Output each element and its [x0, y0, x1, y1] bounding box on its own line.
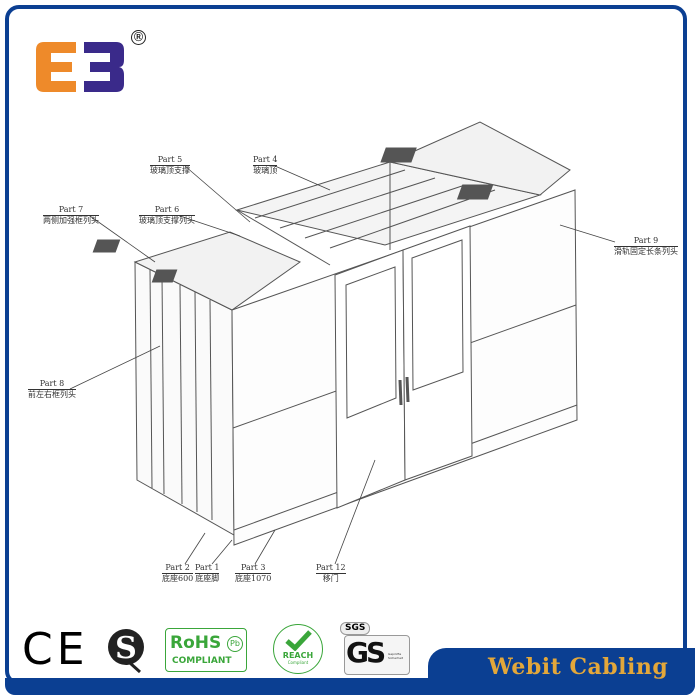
sliding-door-left: [334, 249, 406, 509]
right-top: [388, 121, 571, 196]
vent-grille: [151, 269, 178, 283]
sq-mark-icon: S: [108, 629, 144, 673]
gs-badge: SGS GS Geprüfte Sicherheit: [338, 622, 410, 675]
sliding-door-right: [402, 225, 473, 481]
leader-lines: [69, 165, 616, 565]
reach-badge: REACH Compliant: [273, 624, 323, 674]
left-end-top: [133, 231, 302, 311]
logo-e-letter: [36, 42, 76, 92]
logo-3-letter: [84, 42, 124, 92]
footer-brand-tab: [428, 648, 695, 695]
ce-mark: CE: [22, 624, 89, 675]
registered-mark: ®: [131, 30, 146, 45]
rohs-badge: RoHS Pb COMPLIANT: [165, 628, 247, 672]
checkmark-icon: [285, 630, 312, 651]
vent-grille: [380, 147, 417, 163]
footer-brand-name: Webit Cabling: [488, 654, 669, 680]
e3-logo: [36, 42, 124, 92]
vent-grille: [456, 184, 494, 200]
vent-grille: [92, 239, 121, 253]
svg-text:S: S: [115, 631, 137, 666]
